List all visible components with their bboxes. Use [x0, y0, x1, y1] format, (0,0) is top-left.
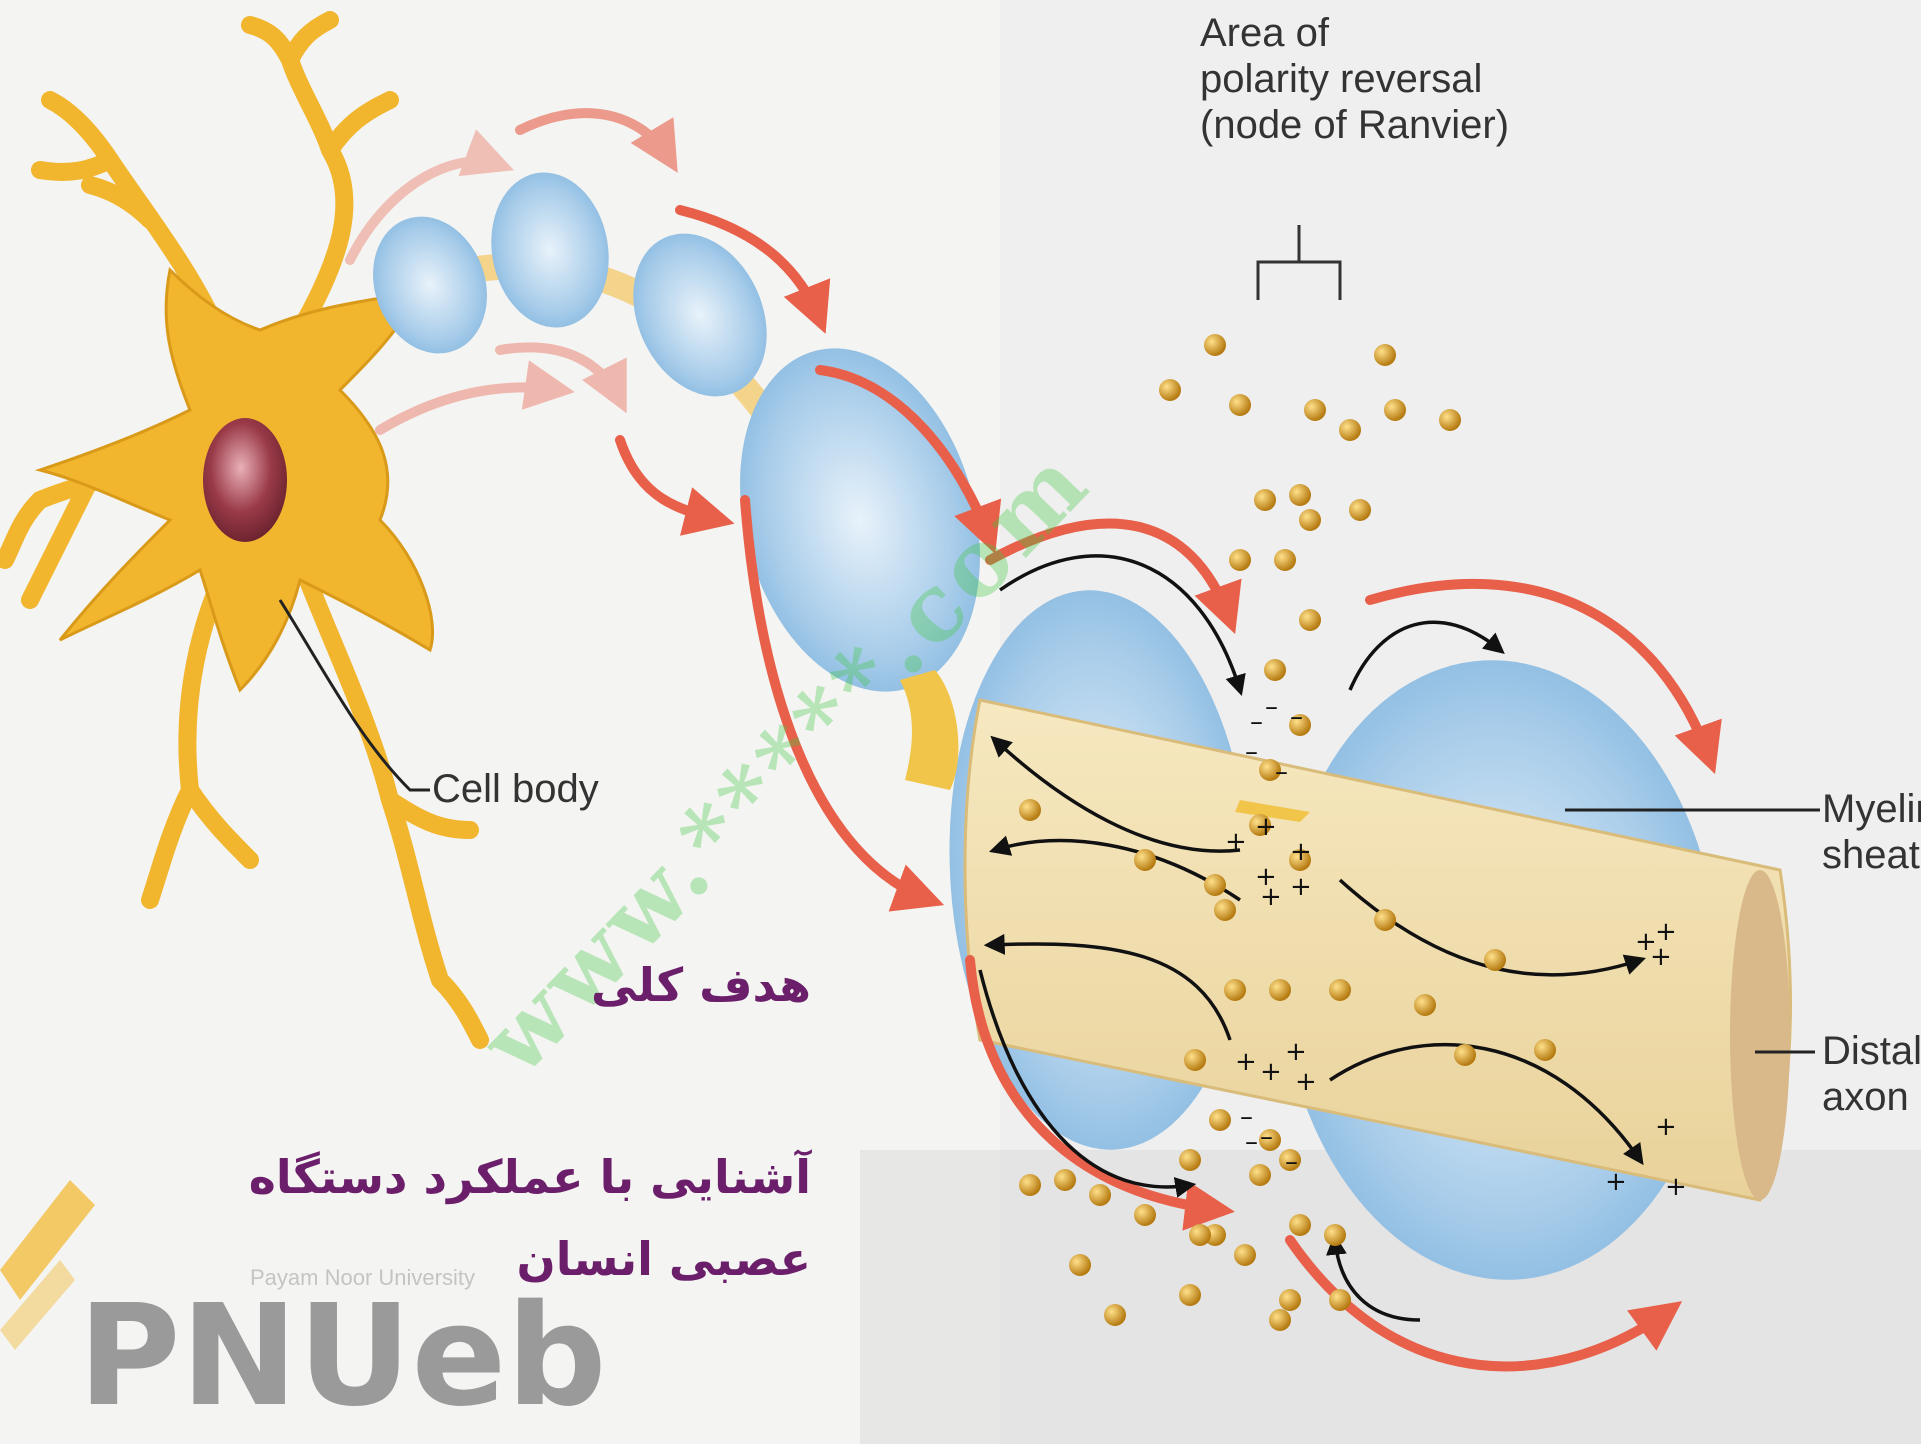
svg-text:+: +	[1290, 837, 1312, 867]
svg-text:+: +	[1235, 1047, 1257, 1077]
myelin-sheath-label: Myelin sheath	[1822, 786, 1921, 878]
svg-text:+: +	[1655, 1112, 1677, 1142]
svg-text:–: –	[1290, 702, 1303, 732]
svg-text:+: +	[1285, 1037, 1307, 1067]
svg-text:+: +	[1290, 872, 1312, 902]
svg-text:+: +	[1225, 827, 1247, 857]
svg-text:+: +	[1295, 1067, 1317, 1097]
svg-text:+: +	[1665, 1172, 1687, 1202]
distal-axon-label: Distal axon	[1822, 1028, 1921, 1120]
svg-text:+: +	[1605, 1167, 1627, 1197]
svg-text:+: +	[1650, 942, 1672, 972]
svg-text:–: –	[1285, 1147, 1298, 1177]
svg-text:+: +	[1260, 882, 1282, 912]
svg-text:–: –	[1265, 692, 1278, 722]
cell-body-label: Cell body	[432, 766, 599, 812]
svg-text:+: +	[1255, 812, 1277, 842]
pnueb-logo: PNUeb	[78, 1282, 607, 1432]
goal-line-1: آشنایی با عملکرد دستگاه	[249, 1150, 811, 1204]
svg-text:+: +	[1260, 1057, 1282, 1087]
svg-text:–: –	[1250, 707, 1263, 737]
area-polarity-label: Area of polarity reversal (node of Ranvi…	[1200, 10, 1509, 148]
svg-text:–: –	[1245, 737, 1258, 767]
svg-text:–: –	[1260, 1122, 1273, 1152]
svg-text:–: –	[1245, 1127, 1258, 1157]
nucleus	[203, 418, 287, 542]
pnueb-logo-subtitle: Payam Noor University	[250, 1265, 475, 1291]
svg-text:–: –	[1275, 757, 1288, 787]
goal-title: هدف کلی	[591, 958, 811, 1012]
